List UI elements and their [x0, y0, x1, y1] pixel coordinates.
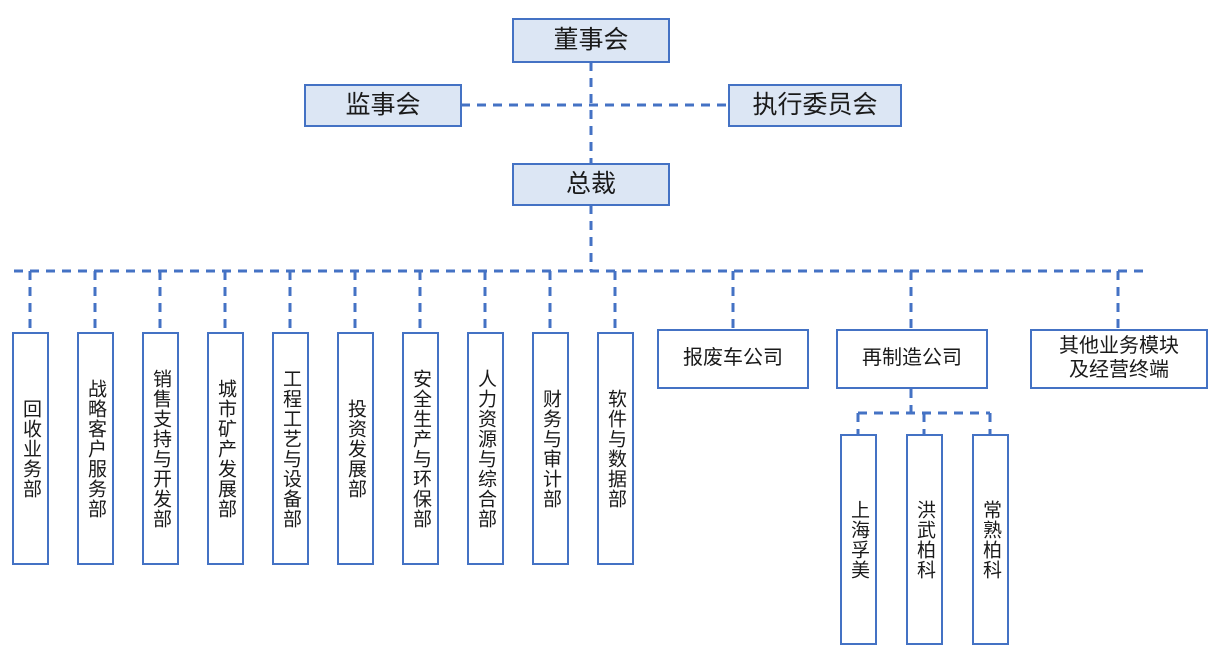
node-department-urban-mining-development-label: 城市矿产发展部	[215, 378, 236, 519]
node-business-unit-remanufacturing-company[interactable]: 再制造公司	[836, 329, 988, 389]
node-department-recycling-business[interactable]: 回收业务部	[12, 332, 49, 565]
node-president-label: 总裁	[565, 169, 616, 198]
node-president[interactable]: 总裁	[512, 163, 670, 206]
node-department-strategic-customer-service-label: 战略客户服务部	[85, 378, 106, 519]
node-board-label: 董事会	[553, 25, 629, 54]
node-department-safety-production-environment[interactable]: 安全生产与环保部	[402, 332, 439, 565]
node-department-sales-support-development-label: 销售支持与开发部	[150, 368, 171, 529]
node-department-software-data[interactable]: 软件与数据部	[597, 332, 634, 565]
node-business-unit-other-business-modules-label: 其他业务模块 及经营终端	[1059, 335, 1179, 381]
node-department-finance-audit[interactable]: 财务与审计部	[532, 332, 569, 565]
node-department-human-resources-administration[interactable]: 人力资源与综合部	[467, 332, 504, 565]
node-business-unit-scrap-vehicle-company-label: 报废车公司	[683, 347, 783, 370]
node-business-unit-scrap-vehicle-company[interactable]: 报废车公司	[657, 329, 809, 389]
node-subsidiary-hongwu-baike-label: 洪武柏科	[914, 499, 935, 580]
node-board[interactable]: 董事会	[512, 18, 670, 63]
node-department-human-resources-administration-label: 人力资源与综合部	[475, 368, 496, 529]
node-department-sales-support-development[interactable]: 销售支持与开发部	[142, 332, 179, 565]
node-business-unit-other-business-modules[interactable]: 其他业务模块 及经营终端	[1030, 329, 1208, 389]
node-subsidiary-changshu-baike[interactable]: 常熟柏科	[972, 434, 1009, 645]
node-department-safety-production-environment-label: 安全生产与环保部	[410, 368, 431, 529]
node-department-software-data-label: 软件与数据部	[605, 388, 626, 509]
node-department-urban-mining-development[interactable]: 城市矿产发展部	[207, 332, 244, 565]
node-supervisory-board-label: 监事会	[345, 90, 421, 119]
node-department-strategic-customer-service[interactable]: 战略客户服务部	[77, 332, 114, 565]
node-business-unit-remanufacturing-company-label: 再制造公司	[862, 347, 962, 370]
node-department-finance-audit-label: 财务与审计部	[540, 388, 561, 509]
node-subsidiary-hongwu-baike[interactable]: 洪武柏科	[906, 434, 943, 645]
node-executive-committee[interactable]: 执行委员会	[728, 84, 902, 127]
node-department-engineering-process-equipment-label: 工程工艺与设备部	[280, 368, 301, 529]
node-subsidiary-shanghai-fumei-label: 上海孚美	[848, 499, 869, 580]
node-department-investment-development-label: 投资发展部	[345, 398, 366, 499]
node-department-recycling-business-label: 回收业务部	[20, 398, 41, 499]
node-department-engineering-process-equipment[interactable]: 工程工艺与设备部	[272, 332, 309, 565]
node-executive-committee-label: 执行委员会	[752, 90, 878, 119]
node-subsidiary-shanghai-fumei[interactable]: 上海孚美	[840, 434, 877, 645]
node-supervisory-board[interactable]: 监事会	[304, 84, 462, 127]
node-subsidiary-changshu-baike-label: 常熟柏科	[980, 499, 1001, 580]
node-department-investment-development[interactable]: 投资发展部	[337, 332, 374, 565]
